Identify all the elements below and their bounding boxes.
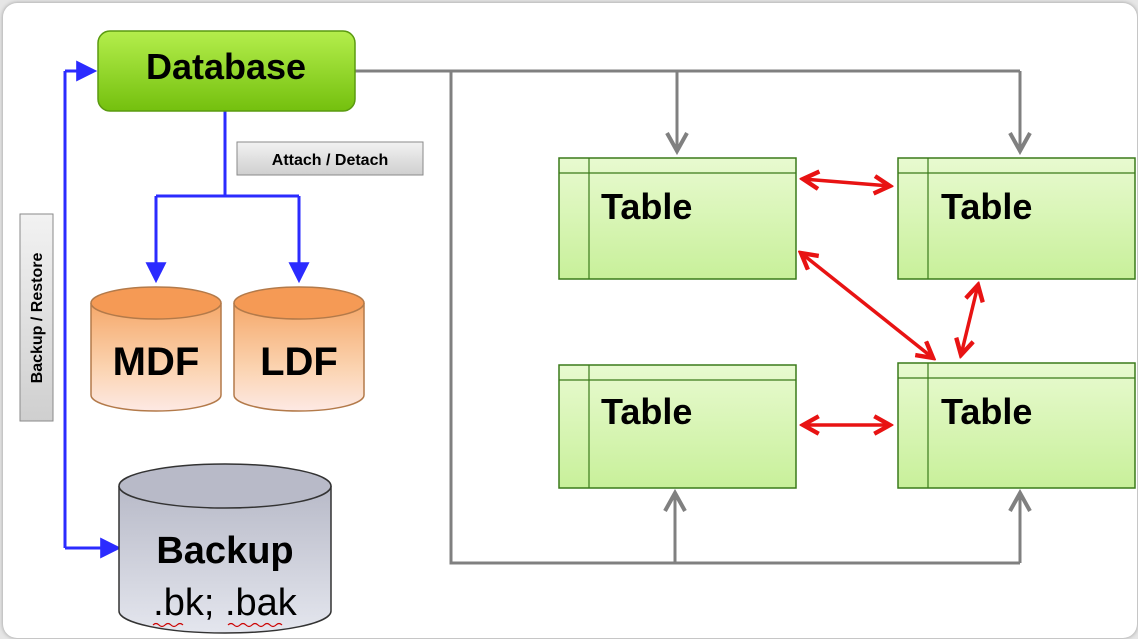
ldf-label: LDF [260, 340, 338, 384]
rel-t1-t4 [801, 253, 933, 358]
mdf-cylinder[interactable]: MDF [90, 286, 222, 412]
table-label-2: Table [941, 186, 1032, 227]
table-node-2[interactable]: Table [897, 157, 1136, 280]
database-node[interactable]: Database [97, 30, 356, 112]
table-label-1: Table [601, 186, 692, 227]
ldf-cylinder[interactable]: LDF [233, 286, 365, 412]
diagram-svg: Database Attach / Detach Backup / Restor… [19, 30, 1136, 634]
gray-connectors [355, 69, 1020, 565]
database-label: Database [146, 46, 306, 87]
backup-restore-label: Backup / Restore [29, 253, 46, 384]
attach-detach-badge: Attach / Detach [236, 141, 424, 176]
blue-connectors [63, 60, 310, 559]
backup-restore-badge: Backup / Restore [19, 213, 54, 422]
rel-t1-t2 [803, 179, 890, 186]
rel-t2-t4 [961, 285, 978, 355]
table-node-4[interactable]: Table [897, 362, 1136, 489]
table-label-3: Table [601, 391, 692, 432]
table-node-1[interactable]: Table [558, 157, 797, 280]
backup-cylinder[interactable]: Backup .bk; .bak [118, 463, 332, 634]
backup-label-line1: Backup [156, 530, 293, 572]
relationship-arrows [801, 179, 978, 425]
db-to-tables-line [355, 69, 675, 565]
table-label-4: Table [941, 391, 1032, 432]
mdf-label: MDF [113, 340, 200, 384]
diagram-canvas: Database Attach / Detach Backup / Restor… [3, 3, 1137, 638]
table-node-3[interactable]: Table [558, 364, 797, 489]
attach-detach-label: Attach / Detach [272, 152, 388, 169]
backup-label-line2: .bk; .bak [153, 582, 298, 624]
